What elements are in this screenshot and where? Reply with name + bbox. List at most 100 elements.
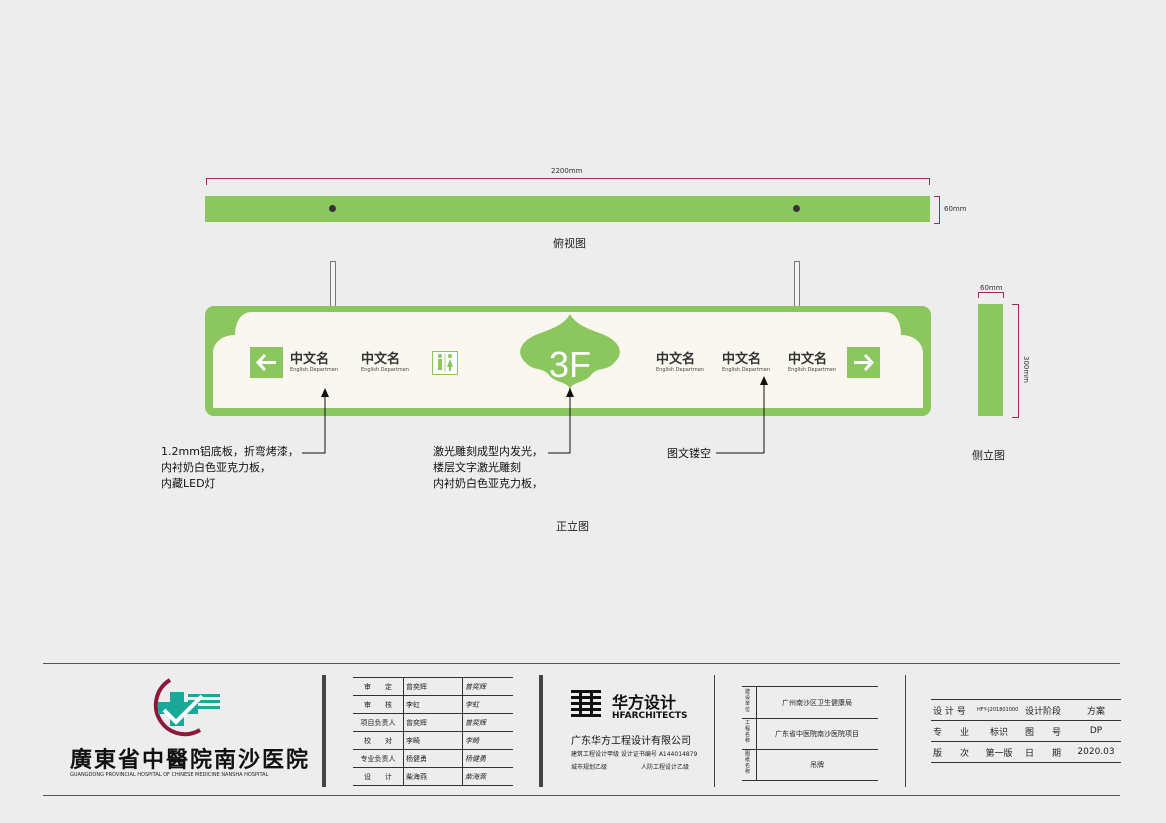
callout-3: 图文镂空 bbox=[667, 446, 711, 462]
approval-name: 柴海燕 bbox=[403, 767, 463, 786]
separator-line-3 bbox=[714, 675, 715, 787]
approval-name: 杨健勇 bbox=[403, 749, 463, 768]
top-dim-line bbox=[206, 178, 930, 185]
restroom-icon bbox=[432, 351, 458, 375]
title-block-bottom-rule bbox=[43, 795, 1120, 796]
arrowhead-2 bbox=[566, 388, 574, 397]
table-row: 校 对李畸李畸 bbox=[353, 731, 513, 750]
dept-cn: 中文名 bbox=[656, 352, 696, 367]
project-value: 广东省中医院南沙医院项目 bbox=[775, 730, 859, 738]
info-table: 设 计 号 HFY-J201801000 设计阶段 方案 专 业 标识 图 号 … bbox=[931, 699, 1121, 763]
front-view-caption: 正立图 bbox=[556, 520, 589, 533]
project-value: 吊牌 bbox=[810, 761, 824, 769]
dept-right-3: 中文名 English Departmen bbox=[788, 348, 836, 373]
info-label: 专 业 bbox=[931, 720, 975, 742]
signature: 曾奕辉 bbox=[462, 713, 513, 732]
firm-license-2b: 人防工程设计乙级 bbox=[641, 764, 690, 771]
firm-name-cn: 华方设计 bbox=[612, 693, 677, 712]
side-height-dim-line bbox=[1012, 304, 1019, 418]
side-view-bar bbox=[978, 304, 1003, 416]
project-label: 建设单位 bbox=[745, 689, 751, 713]
arrow-left-icon bbox=[250, 347, 283, 378]
side-width-dim-line bbox=[978, 292, 1004, 298]
info-label: 设计阶段 bbox=[1023, 699, 1071, 721]
dept-cn: 中文名 bbox=[788, 352, 828, 367]
separator-bar-1 bbox=[322, 675, 326, 787]
separator-bar-2 bbox=[539, 675, 543, 787]
table-row: 专 业 标识 图 号 DP bbox=[931, 720, 1121, 742]
signature: 曾奕辉 bbox=[462, 677, 513, 696]
leader-line-1 bbox=[302, 390, 326, 454]
title-block-top-rule bbox=[43, 663, 1120, 664]
firm-license-2a: 城市规划乙级 bbox=[571, 764, 608, 771]
floor-number: 3F bbox=[549, 344, 591, 385]
signature: 杨健勇 bbox=[462, 749, 513, 768]
separator-line-4 bbox=[905, 675, 906, 787]
table-row: 审 定曾奕辉曾奕辉 bbox=[353, 677, 513, 696]
callout-line: 1.2mm铝底板，折弯烤漆， bbox=[161, 445, 299, 458]
side-width-label: 60mm bbox=[980, 284, 1003, 292]
firm-company: 广东华方工程设计有限公司 bbox=[571, 736, 691, 747]
side-height-label: 300mm bbox=[1022, 356, 1030, 383]
table-row: 设 计 号 HFY-J201801000 设计阶段 方案 bbox=[931, 699, 1121, 721]
info-value: 第一版 bbox=[975, 741, 1023, 763]
thickness-dim-line bbox=[934, 196, 940, 224]
arrowhead-1 bbox=[321, 388, 329, 397]
signature: 李畸 bbox=[462, 731, 513, 750]
dept-en: English Departmen bbox=[290, 367, 338, 373]
info-value: 标识 bbox=[975, 720, 1023, 742]
dept-cn: 中文名 bbox=[361, 352, 401, 367]
dept-left-1: 中文名 English Departmen bbox=[290, 348, 338, 373]
mount-hole-left bbox=[329, 205, 336, 212]
info-label: 版 次 bbox=[931, 741, 975, 763]
ginkgo-leaf-icon bbox=[520, 314, 620, 388]
dept-cn: 中文名 bbox=[290, 352, 330, 367]
approval-role: 项目负责人 bbox=[353, 713, 404, 732]
table-row: 专业负责人杨健勇杨健勇 bbox=[353, 749, 513, 768]
hospital-name: 廣東省中醫院南沙医院 bbox=[70, 747, 311, 773]
approval-name: 曾奕辉 bbox=[403, 677, 463, 696]
side-view-caption: 侧立图 bbox=[972, 449, 1005, 462]
info-label: 日 期 bbox=[1023, 741, 1071, 763]
callout-line: 图文镂空 bbox=[667, 447, 711, 460]
project-block: 建设单位 工程名称 图纸名称 广州南沙区卫生健康局 广东省中医院南沙医院项目 吊… bbox=[742, 686, 878, 781]
arrowhead-3 bbox=[760, 376, 768, 385]
project-value: 广州南沙区卫生健康局 bbox=[782, 699, 852, 707]
project-label-col bbox=[742, 687, 757, 780]
approval-role: 审 核 bbox=[353, 695, 404, 714]
arrow-right-icon bbox=[847, 347, 880, 378]
dept-en: English Departmen bbox=[361, 367, 409, 373]
callout-line: 内藏LED灯 bbox=[161, 477, 216, 490]
sign-board: 3F bbox=[205, 306, 931, 416]
firm-name-en: HFARCHITECTS bbox=[612, 711, 688, 721]
approval-table: 审 定曾奕辉曾奕辉 审 核李虹李虹 项目负责人曾奕辉曾奕辉 校 对李畸李畸 专业… bbox=[353, 677, 513, 786]
info-value: DP bbox=[1071, 720, 1121, 742]
approval-role: 校 对 bbox=[353, 731, 404, 750]
info-value: 2020.03 bbox=[1071, 741, 1121, 763]
info-label: 设 计 号 bbox=[931, 699, 975, 721]
dept-en: English Departmen bbox=[722, 367, 770, 373]
firm-license-1: 建筑工程设计甲级 设计证书编号 A144014879 bbox=[571, 751, 698, 758]
dept-en: English Departmen bbox=[656, 367, 704, 373]
dept-cn: 中文名 bbox=[722, 352, 762, 367]
table-row: 版 次 第一版 日 期 2020.03 bbox=[931, 741, 1121, 763]
hospital-name-en: GUANGDONG PROVINCIAL HOSPITAL OF CHINESE… bbox=[70, 772, 269, 778]
hfa-logo-icon bbox=[571, 690, 601, 717]
leader-line-3 bbox=[716, 378, 765, 454]
callout-2: 激光雕刻成型内发光， 楼层文字激光雕刻 内衬奶白色亚克力板， bbox=[433, 444, 543, 492]
thickness-dim-label: 60mm bbox=[944, 205, 967, 213]
info-label: 图 号 bbox=[1023, 720, 1071, 742]
signature: 李虹 bbox=[462, 695, 513, 714]
dept-en: English Departmen bbox=[788, 367, 836, 373]
signature: 柴海燕 bbox=[462, 767, 513, 786]
project-row-rule bbox=[742, 749, 878, 750]
project-label: 图纸名称 bbox=[745, 751, 751, 775]
top-view-caption: 俯视图 bbox=[553, 237, 586, 250]
table-row: 项目负责人曾奕辉曾奕辉 bbox=[353, 713, 513, 732]
approval-role: 审 定 bbox=[353, 677, 404, 696]
approval-name: 曾奕辉 bbox=[403, 713, 463, 732]
leader-line-2 bbox=[548, 390, 571, 454]
dept-right-2: 中文名 English Departmen bbox=[722, 348, 770, 373]
info-value: 方案 bbox=[1071, 699, 1121, 721]
